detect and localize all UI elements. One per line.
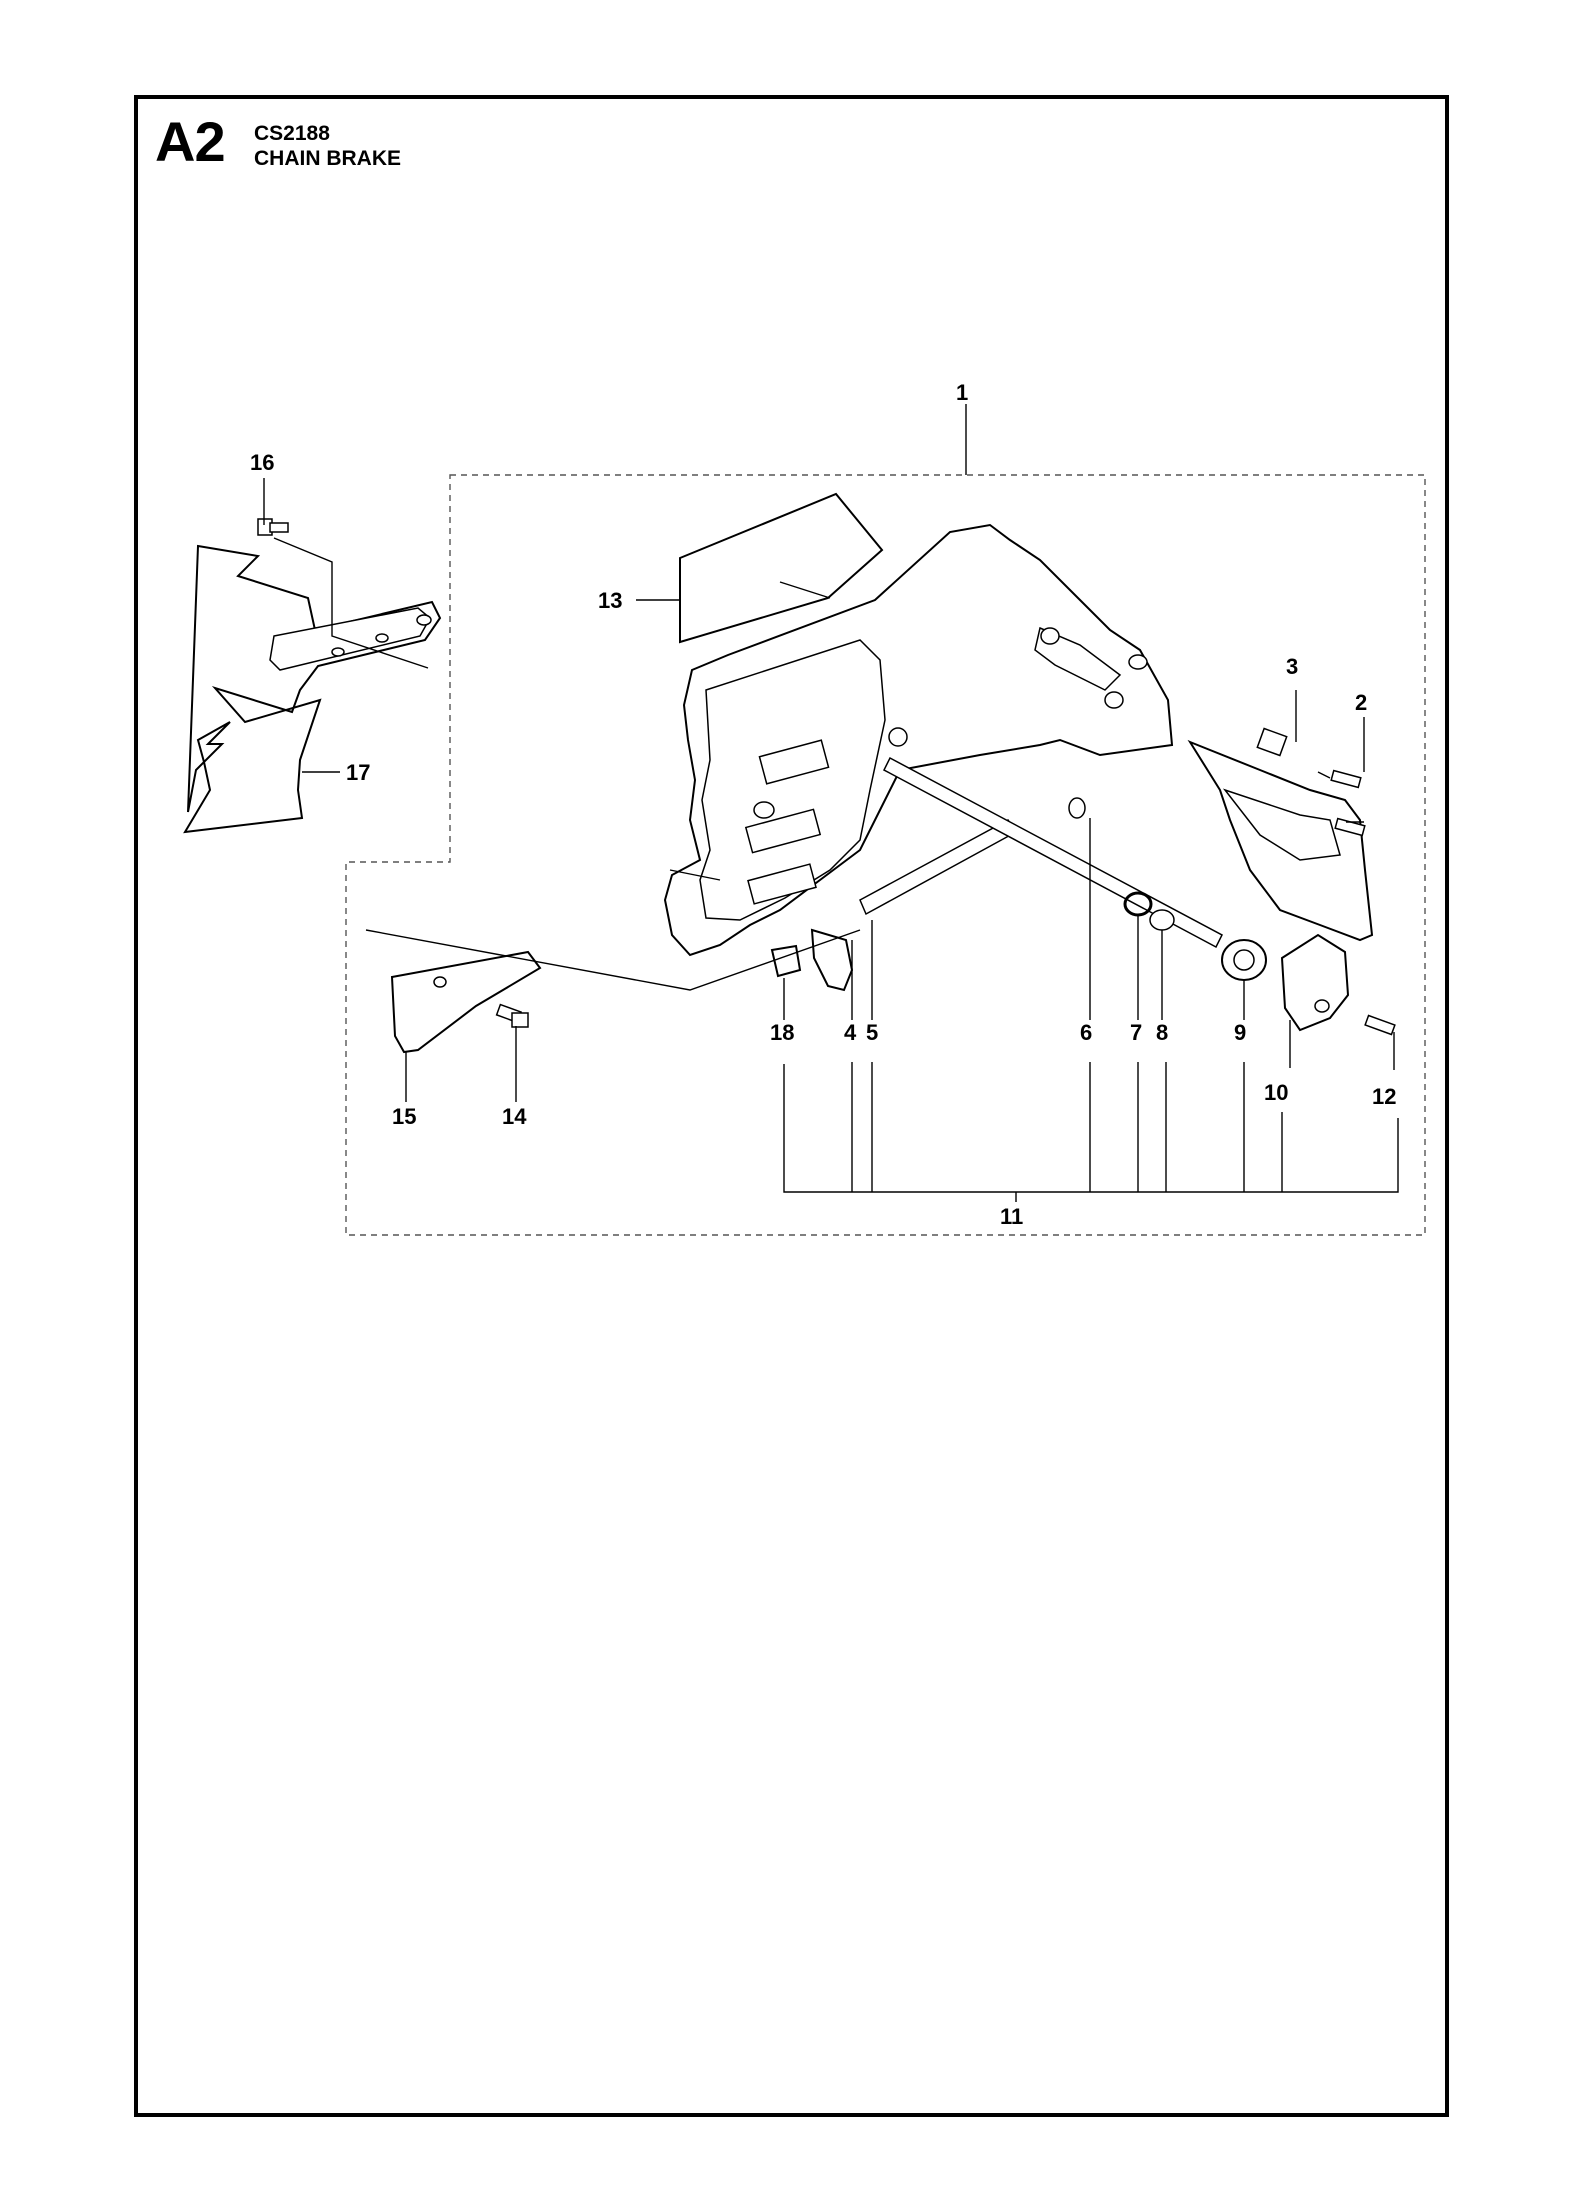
spike-bumper	[183, 544, 442, 834]
dust-shield-screw	[495, 1003, 529, 1028]
brake-lever	[1280, 933, 1350, 1032]
callout-10: 10	[1264, 1080, 1288, 1105]
circlip	[1068, 797, 1086, 819]
hand-guard	[1187, 739, 1374, 942]
clutch-cover-housing	[663, 523, 1174, 957]
callout-17: 17	[346, 760, 370, 785]
callout-8: 8	[1156, 1020, 1168, 1045]
bushing	[1221, 939, 1267, 981]
washer	[1149, 909, 1175, 931]
callout-16: 16	[250, 450, 274, 475]
callout-1: 1	[956, 380, 968, 405]
callout-9: 9	[1234, 1020, 1246, 1045]
page-frame	[134, 95, 1449, 2117]
callout-7: 7	[1130, 1020, 1142, 1045]
callout-4: 4	[844, 1020, 857, 1045]
section-code: A2	[155, 110, 226, 173]
callout-3: 3	[1286, 654, 1298, 679]
diagram-title: CHAIN BRAKE	[254, 147, 401, 170]
model-number: CS2188	[254, 122, 330, 145]
callout-13: 13	[598, 588, 622, 613]
leader-lines	[263, 404, 1399, 1202]
callout-14: 14	[502, 1104, 527, 1129]
brake-rod	[859, 819, 1018, 916]
callout-15: 15	[392, 1104, 416, 1129]
callout-2: 2	[1355, 690, 1367, 715]
callout-12: 12	[1372, 1084, 1396, 1109]
shaft	[883, 756, 1223, 949]
spacer	[1256, 727, 1288, 757]
bumper-screw	[257, 518, 289, 536]
callout-5: 5	[866, 1020, 878, 1045]
callout-6: 6	[1080, 1020, 1092, 1045]
callout-11: 11	[1000, 1204, 1023, 1229]
decal-label	[679, 492, 884, 644]
hand-guard-screws	[1330, 769, 1366, 837]
nut	[770, 944, 802, 978]
pin	[810, 928, 854, 992]
dust-shield	[390, 950, 542, 1054]
callout-18: 18	[770, 1020, 794, 1045]
lever-screw	[1364, 1014, 1396, 1036]
assembly-group-outline	[345, 474, 1426, 1236]
o-ring	[1123, 891, 1153, 917]
